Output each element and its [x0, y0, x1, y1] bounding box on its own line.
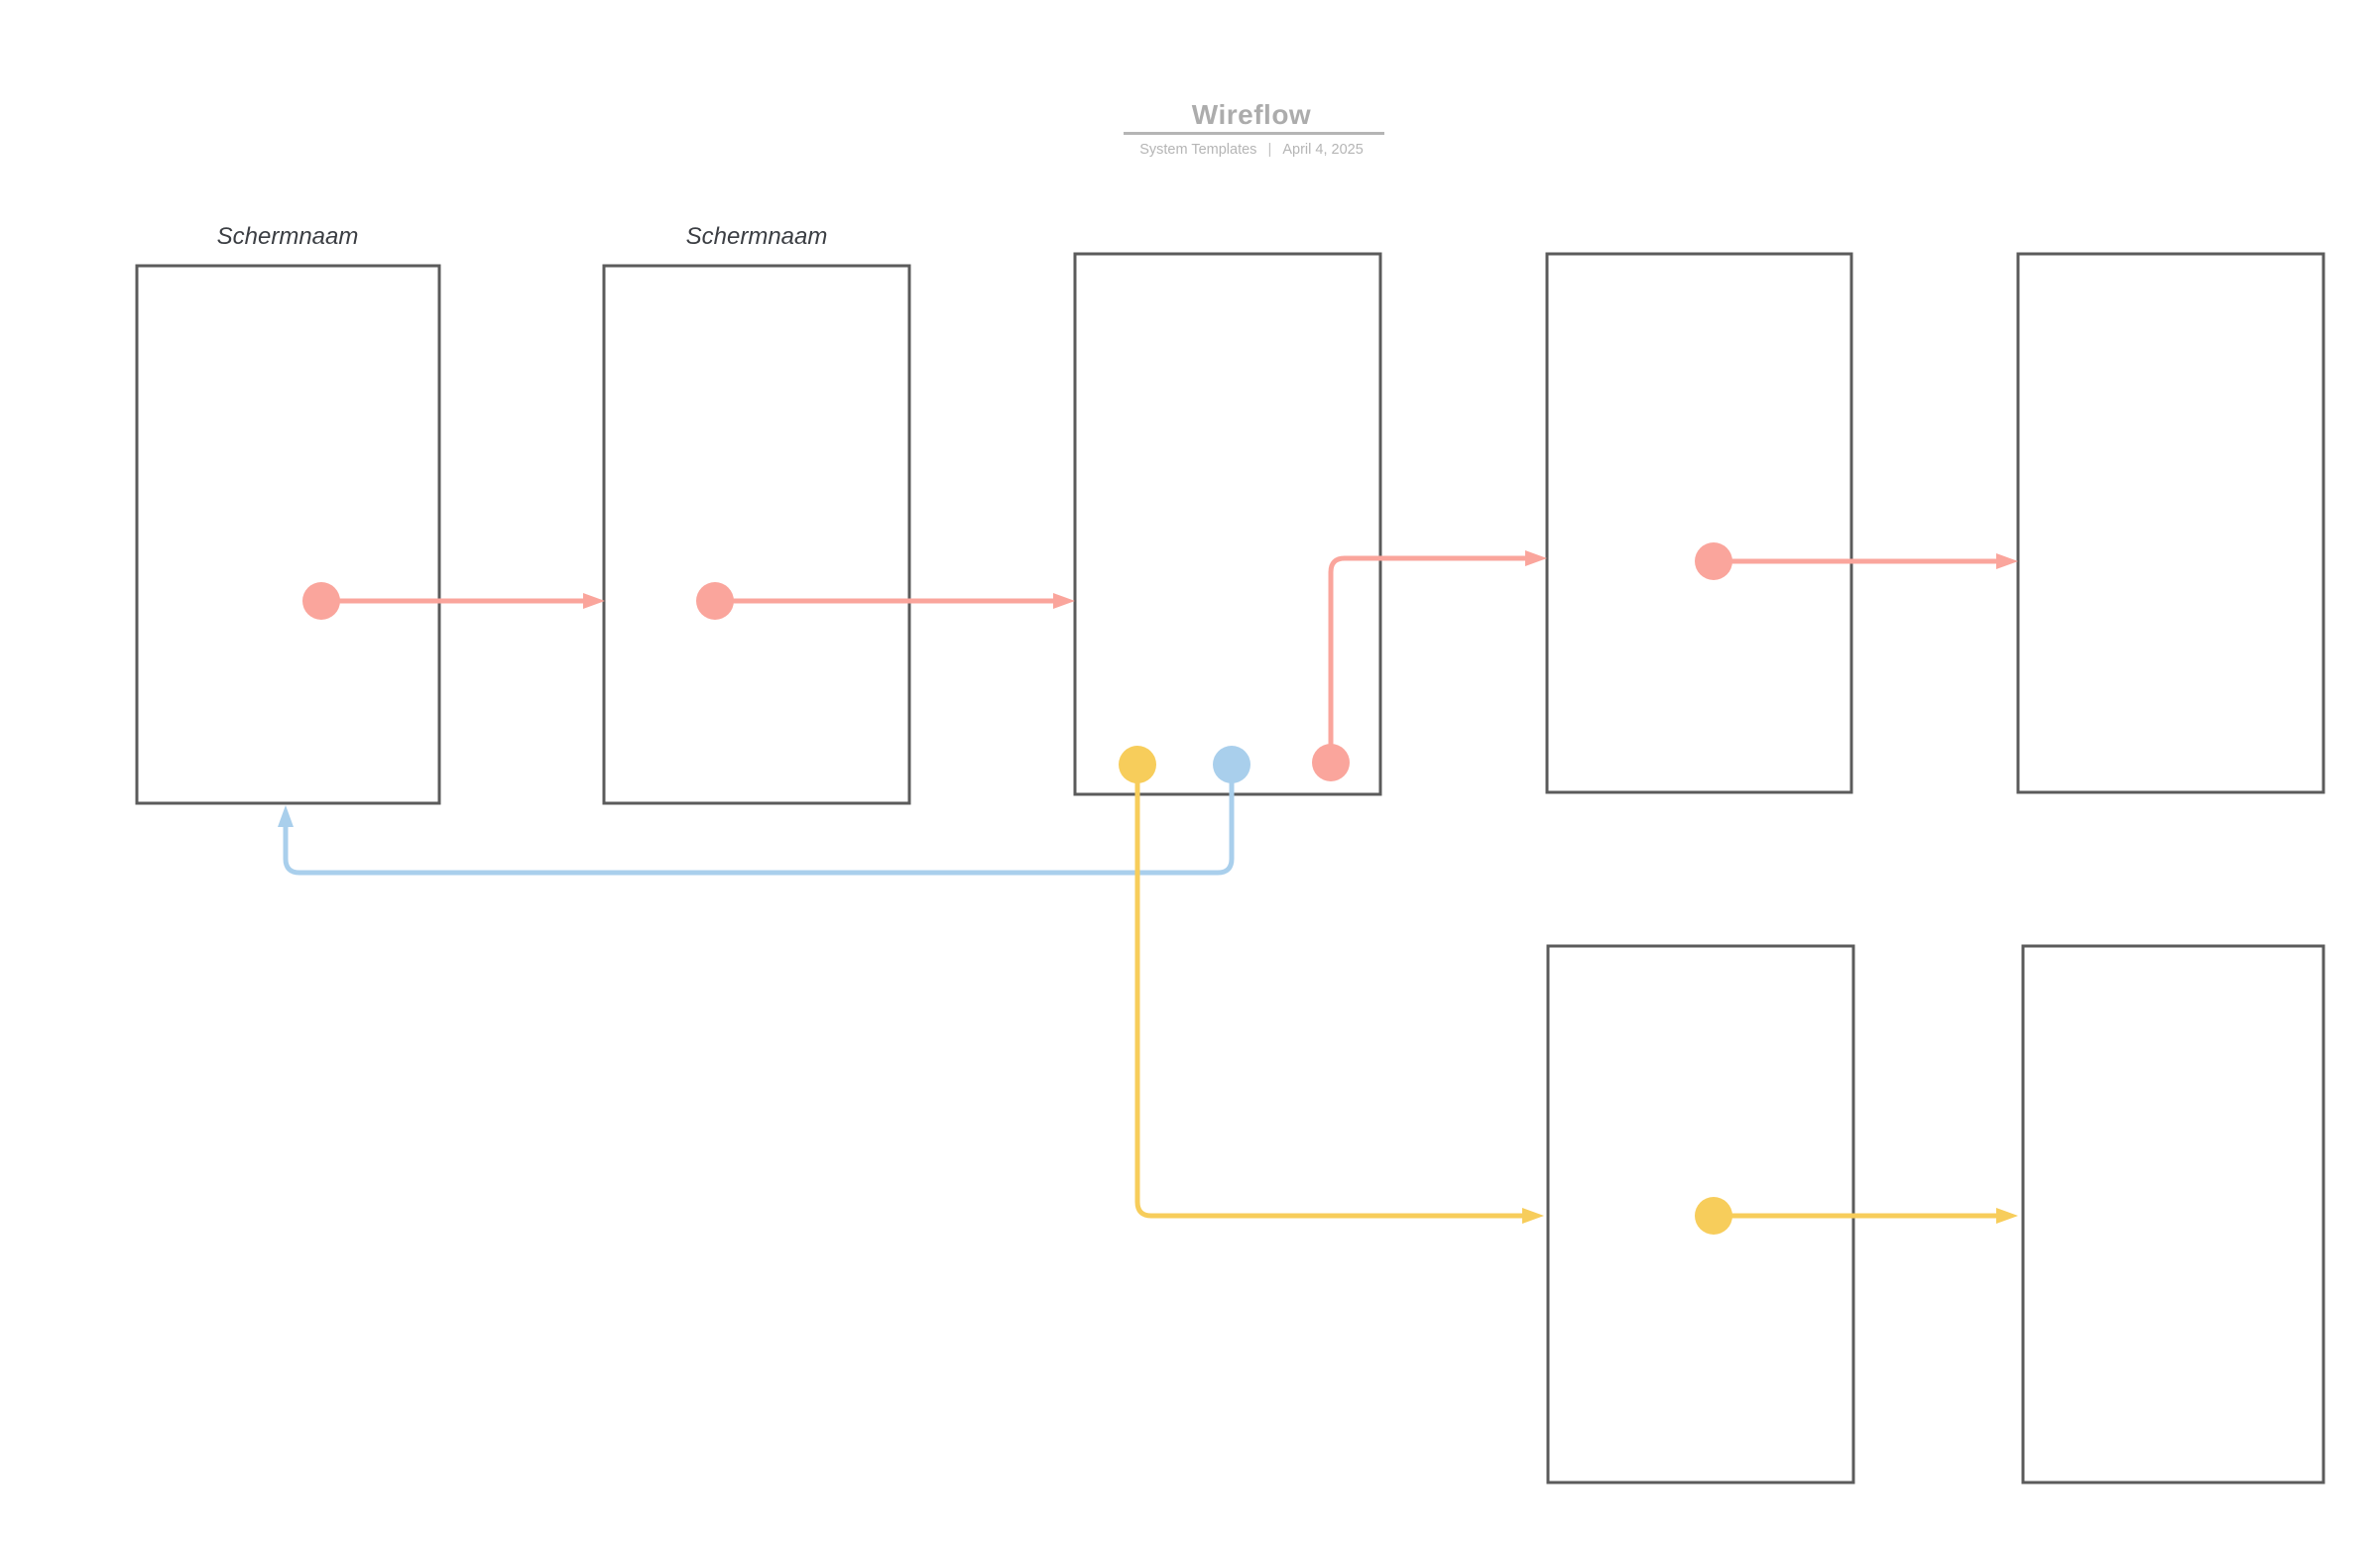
subtitle-date: April 4, 2025 — [1282, 141, 1364, 158]
page-title: Wireflow — [1191, 99, 1312, 130]
screen-label-2: Schermnaam — [685, 223, 828, 250]
flow-dot-dot-screen-4-pink[interactable] — [1695, 542, 1732, 580]
subtitle-separator: | — [1267, 141, 1272, 158]
screen-frame-screen-1[interactable] — [135, 264, 441, 805]
flow-connector-pink-screen-3-to-4[interactable] — [1328, 550, 1547, 763]
flow-dot-dot-screen-3-blue[interactable] — [1213, 746, 1250, 783]
screen-label-1: Schermnaam — [216, 223, 359, 250]
flow-dot-dot-screen-3-pink[interactable] — [1312, 744, 1350, 781]
screen-frame-screen-2[interactable] — [602, 264, 911, 805]
screen-frame-screen-3[interactable] — [1073, 252, 1382, 796]
subtitle-project: System Templates — [1139, 141, 1257, 158]
page-subtitle: System Templates | April 4, 2025 — [1139, 141, 1364, 158]
flow-dot-dot-screen-3-yellow[interactable] — [1119, 746, 1156, 783]
screen-frame-screen-5[interactable] — [2016, 252, 2325, 794]
flow-dot-dot-screen-2-pink[interactable] — [696, 582, 734, 620]
screen-frame-screen-7[interactable] — [2021, 944, 2325, 1484]
flow-connector-yellow-screen-3-to-6[interactable] — [1134, 765, 1544, 1224]
flow-dot-dot-screen-6-yellow[interactable] — [1695, 1197, 1732, 1235]
title-underline — [1124, 132, 1384, 135]
flow-connector-blue-back-to-screen-1[interactable] — [278, 765, 1235, 876]
flow-dot-dot-screen-1-pink[interactable] — [302, 582, 340, 620]
screen-frame-screen-4[interactable] — [1545, 252, 1853, 794]
